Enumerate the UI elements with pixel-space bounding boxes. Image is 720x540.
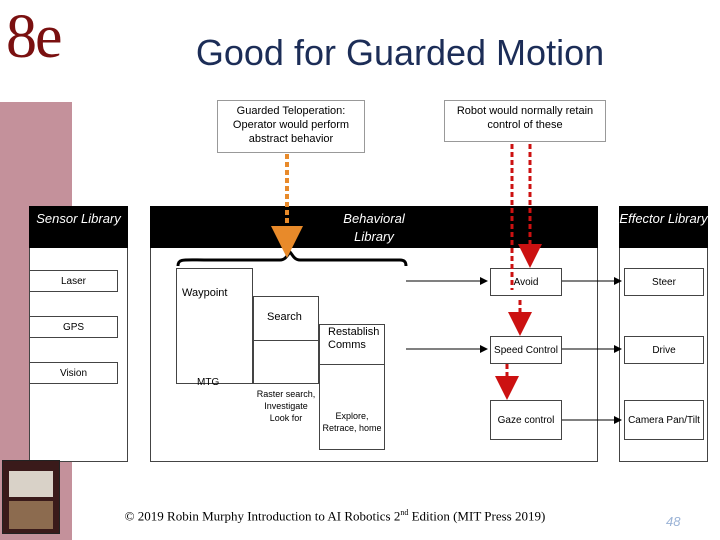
behavior-brace [176,249,408,267]
sensor-vision: Vision [29,362,118,384]
behavior-gaze-control: Gaze control [490,400,562,440]
effector-steer: Steer [624,268,704,296]
restablish-lower-box [319,364,385,450]
robot-callout: Robot would normally retain control of t… [444,100,606,142]
edition-logo: 8e [6,3,63,71]
footer-prefix: © 2019 Robin Murphy Introduction to AI R… [124,508,401,524]
footer-sup: nd [400,508,409,517]
teleop-callout: Guarded Teloperation: Operator would per… [217,100,365,153]
effector-camera: Camera Pan/Tilt [624,400,704,440]
footer-suffix: Edition (MIT Press 2019) [408,508,546,524]
sensor-laser: Laser [29,270,118,292]
waypoint-label: Waypoint [182,287,228,299]
page-number: 48 [666,514,681,529]
book-cover-art [9,501,53,529]
sensor-library-header: Sensor Library [29,206,128,248]
sensor-gps: GPS [29,316,118,338]
search-lower-box [253,340,319,384]
behavior-avoid: Avoid [490,268,562,296]
effector-drive: Drive [624,336,704,364]
behavior-speed-control: Speed Control [490,336,562,364]
book-cover-image [2,460,60,534]
search-label: Search [267,311,302,323]
explore-label: Explore, Retrace, home [322,411,382,433]
behavioral-library-header: Behavioral Library [150,206,598,248]
raster-label: Raster search, Investigate Look for [256,389,316,423]
book-cover-title-block [9,471,53,497]
copyright-footer: © 2019 Robin Murphy Introduction to AI R… [100,508,570,524]
mtg-label: MTG [197,377,220,388]
waypoint-box [176,268,253,384]
behavioral-library-label: Behavioral Library [343,211,405,244]
slide-title: Good for Guarded Motion [195,32,605,73]
restablish-label: Restablish Comms [328,326,380,351]
effector-library-header: Effector Library [619,206,708,248]
